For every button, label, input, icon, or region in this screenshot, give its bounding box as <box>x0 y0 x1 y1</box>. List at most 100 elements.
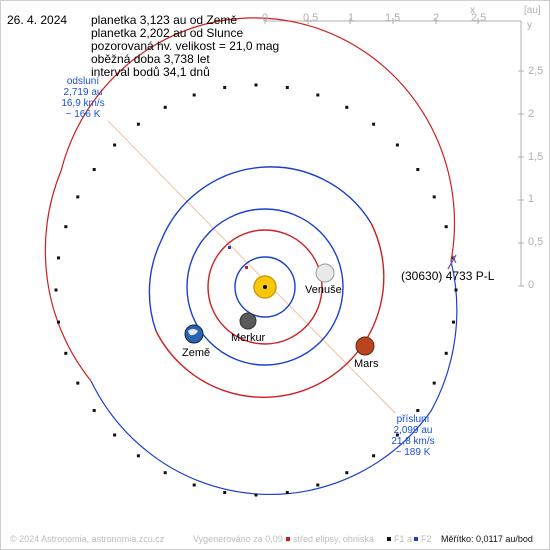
x-tick-label: 2 <box>433 12 440 24</box>
venus-label: Venuše <box>305 284 342 296</box>
asteroid-orbit-point <box>345 471 349 475</box>
aphelion-title: odsluní <box>66 76 100 87</box>
perihelion-info: přísluní 2,099 au 21,8 km/s ~ 189 K <box>387 414 439 458</box>
asteroid-orbit-point <box>54 288 58 292</box>
y-tick-label: 1,5 <box>528 151 544 163</box>
perihelion-temperature: ~ 189 K <box>395 447 431 458</box>
asteroid-orbit <box>44 17 458 495</box>
asteroid-orbit-point <box>76 381 80 385</box>
asteroid-name: (30630) 4733 P-L <box>401 269 495 283</box>
venus-orbit <box>207 229 323 345</box>
aphelion-temperature: ~ 166 K <box>65 109 101 120</box>
x-tick-label: 0,5 <box>303 12 319 24</box>
x-axis-label: x <box>470 5 475 16</box>
mars-label: Mars <box>354 358 379 370</box>
generation-time: Vygenerováno za 0,09 s <box>193 534 290 544</box>
focus2-legend-icon <box>414 537 418 541</box>
asteroid-orbit-point <box>254 493 258 497</box>
copyright-link[interactable]: © 2024 Astronomia, astronomia.zcu.cz <box>10 534 165 544</box>
asteroid-orbit-point <box>113 143 117 147</box>
apsides-line <box>107 120 396 414</box>
y-tick-label: 0 <box>528 279 535 291</box>
asteroid-orbit-point <box>64 351 68 355</box>
asteroid-orbit-point <box>372 122 376 126</box>
asteroid-orbit-point <box>113 433 117 437</box>
y-axis-ticks <box>518 70 524 287</box>
sun <box>253 275 277 299</box>
mars-planet <box>355 336 375 356</box>
earth-planet <box>184 324 204 344</box>
asteroid-orbit-point <box>452 320 455 324</box>
asteroid-orbit-point <box>285 491 289 494</box>
ellipse-center-legend-icon <box>286 537 290 541</box>
asteroid-orbit-point <box>416 168 420 171</box>
asteroid-orbit-point <box>444 351 448 355</box>
aphelion-info: odsluní 2,719 au 16,9 km/s ~ 166 K <box>57 76 109 120</box>
x-tick-label: 0 <box>262 12 269 24</box>
asteroid-orbit-point <box>76 195 80 199</box>
y-tick-label: 2 <box>528 108 535 120</box>
asteroid-orbit-point <box>136 454 140 458</box>
asteroid-orbit-point <box>345 105 349 109</box>
asteroid-orbit-point <box>316 93 320 97</box>
asteroid-orbit-point <box>395 143 399 147</box>
venus-planet <box>315 263 335 283</box>
asteroid-orbit-point <box>92 168 96 171</box>
asteroid-orbit-point <box>92 409 96 412</box>
asteroid-orbit-point <box>163 105 167 109</box>
x-tick-label: 2,5 <box>471 12 487 24</box>
asteroid-orbit-point <box>316 483 320 487</box>
y-tick-label: 2,5 <box>528 65 544 77</box>
ellipse-center-marker <box>245 266 248 269</box>
asteroid-orbit-point <box>223 86 227 89</box>
x-tick-label: 1,5 <box>385 12 401 24</box>
asteroid-orbit-point <box>454 288 458 292</box>
planet-orbits <box>148 166 385 398</box>
asteroid-orbit-point <box>432 381 436 385</box>
x-axis-ticks <box>264 18 479 24</box>
asteroid-orbit-point <box>395 433 399 437</box>
axes <box>265 20 522 286</box>
asteroid-orbit-point <box>372 454 376 458</box>
perihelion-distance: 2,099 au <box>393 425 433 436</box>
date-label: 26. 4. 2024 <box>7 13 68 27</box>
y-axis-label: y <box>527 20 532 31</box>
asteroid-orbit-point <box>223 491 227 494</box>
asteroid-orbit-point <box>416 409 420 412</box>
asteroid-orbit-far-arc <box>44 17 456 382</box>
asteroid-orbit-near-arc <box>90 260 458 495</box>
asteroid-orbit-point <box>163 471 167 475</box>
asteroid-orbit-point <box>64 225 68 229</box>
asteroid-orbit-point <box>192 483 196 487</box>
mars-orbit-blue-arc <box>160 166 372 242</box>
earth-orbit <box>186 208 344 366</box>
aphelion-distance: 2,719 au <box>63 87 103 98</box>
asteroid-orbit-points <box>54 83 458 497</box>
focus2-legend: F2 <box>421 534 432 544</box>
info-distance-sun: planetka 2,202 au od Slunce <box>91 26 244 40</box>
asteroid-orbit-point <box>432 195 436 199</box>
asteroid-orbit-point <box>57 320 60 324</box>
asteroid-orbit-point <box>285 86 289 89</box>
focus-marker <box>228 246 231 249</box>
mercury-planet <box>239 312 257 330</box>
scale-label: Měřítko: 0,0117 au/bod <box>441 534 533 544</box>
asteroid-marker <box>447 254 457 270</box>
asteroid-orbit-point <box>136 122 140 126</box>
mars-orbit-red-arc <box>155 222 385 398</box>
info-interval: interval bodů 34,1 dnů <box>91 65 210 79</box>
mercury-label: Merkur <box>231 332 266 344</box>
asteroid-orbit-point <box>444 225 448 229</box>
unit-label: [au] <box>524 5 541 16</box>
mars-orbit-blue-close <box>148 240 162 332</box>
asteroid-orbit-point <box>192 93 196 97</box>
info-magnitude: pozorovaná hv. velikost = 21,0 mag <box>91 39 280 53</box>
perihelion-title: přísluní <box>396 414 430 425</box>
asteroid-orbit-point <box>254 83 258 87</box>
ellipse-center-legend: střed elipsy, ohniska <box>293 534 374 544</box>
perihelion-speed: 21,8 km/s <box>391 436 435 447</box>
earth-label: Země <box>182 347 211 359</box>
info-distance-earth: planetka 3,123 au od Země <box>91 13 238 27</box>
